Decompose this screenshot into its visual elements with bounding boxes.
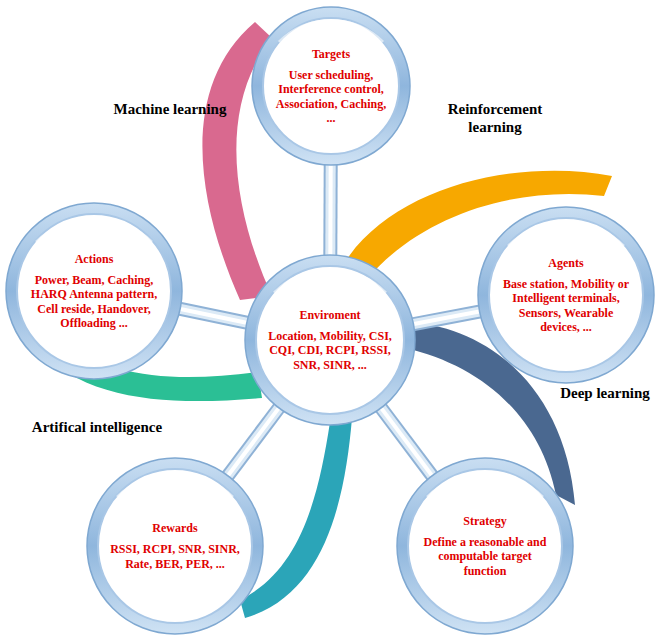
- connector-stroke: [413, 311, 481, 324]
- connector-stroke: [179, 309, 248, 323]
- circle-node: ActionsPower, Beam, Caching, HARQ Antenn…: [5, 202, 183, 380]
- circle-heading: Targets: [312, 47, 350, 61]
- connector-stroke: [323, 164, 337, 256]
- circle-heading: Agents: [548, 256, 583, 270]
- connector-stroke: [381, 407, 433, 476]
- circle-text: TargetsUser scheduling, Interference con…: [271, 30, 391, 142]
- connector-stroke: [179, 309, 248, 323]
- circle-body: Base station, Mobility or Intelligent te…: [499, 277, 633, 335]
- circle-body: Define a reasonable and computable targe…: [418, 535, 552, 578]
- field-label: Reinforcement learning: [440, 100, 550, 136]
- circle-body: Power, Beam, Caching, HARQ Antenna patte…: [27, 273, 161, 331]
- connector-stroke: [413, 311, 481, 324]
- circle-node: AgentsBase station, Mobility or Intellig…: [477, 206, 655, 384]
- circle-heading: Rewards: [152, 521, 197, 535]
- circle-heading: Actions: [75, 252, 114, 266]
- connector-stroke: [227, 407, 279, 476]
- circle-text: AgentsBase station, Mobility or Intellig…: [499, 233, 633, 358]
- connector-stroke: [227, 407, 279, 476]
- circle-heading: Strategy: [463, 514, 506, 528]
- circle-text: StrategyDefine a reasonable and computab…: [418, 484, 552, 609]
- circle-node: TargetsUser scheduling, Interference con…: [251, 6, 411, 166]
- connector-tube: [179, 309, 248, 323]
- connector-stroke: [381, 407, 433, 476]
- circle-heading: Enviroment: [299, 308, 360, 322]
- connector-stroke: [227, 407, 279, 476]
- circle-node: StrategyDefine a reasonable and computab…: [396, 457, 574, 635]
- circle-text: EnviromentLocation, Mobility, CSI, CQI, …: [266, 280, 395, 400]
- connector-tube: [227, 407, 279, 476]
- circle-body: RSSI, RCPI, SNR, SINR, Rate, BER, PER, .…: [108, 542, 242, 571]
- circle-text: RewardsRSSI, RCPI, SNR, SINR, Rate, BER,…: [108, 484, 242, 609]
- field-label: Machine learning: [95, 100, 245, 118]
- circle-node: EnviromentLocation, Mobility, CSI, CQI, …: [244, 254, 416, 426]
- circle-body: User scheduling, Interference control, A…: [271, 68, 391, 126]
- field-label: Artifical intelligence: [12, 418, 182, 436]
- connector-tube: [413, 311, 481, 324]
- connector-stroke: [325, 164, 335, 256]
- connector-stroke: [328, 164, 332, 256]
- connector-stroke: [413, 311, 481, 324]
- field-label: Deep learning: [545, 384, 665, 402]
- connector-tube: [330, 164, 331, 256]
- circle-node: RewardsRSSI, RCPI, SNR, SINR, Rate, BER,…: [86, 457, 264, 635]
- connector-stroke: [179, 309, 248, 323]
- circle-body: Location, Mobility, CSI, CQI, CDI, RCPI,…: [266, 329, 395, 372]
- circle-text: ActionsPower, Beam, Caching, HARQ Antenn…: [27, 229, 161, 354]
- connector-stroke: [381, 407, 433, 476]
- connector-tube: [381, 407, 433, 476]
